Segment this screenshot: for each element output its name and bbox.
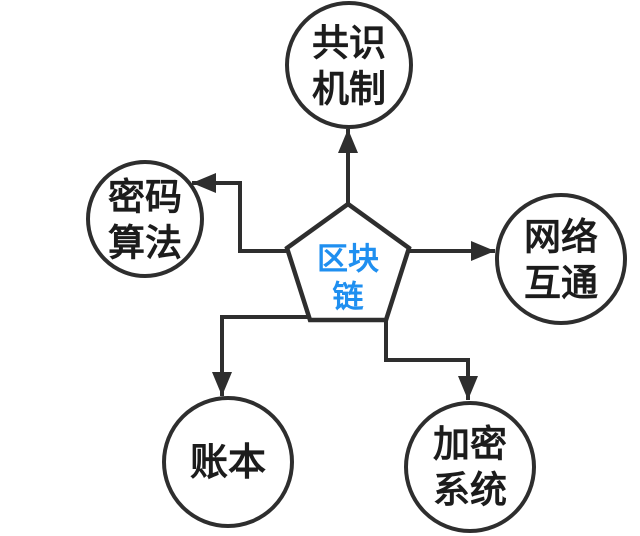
node-circle-crypto-algorithm [86,160,204,278]
node-circle-ledger [162,396,294,528]
crypto-label-line1: 密码 [108,177,182,218]
arrow-to-crypto [192,173,289,253]
node-circle-encryption-system [404,401,536,533]
network-label-line2: 互通 [524,263,598,304]
blockchain-label-line2: 链 [333,280,364,315]
arrow-to-encryption [384,321,478,400]
node-circle-network-interconnect [495,193,627,325]
consensus-label-line2: 机制 [312,69,386,110]
network-label-line1: 网络 [524,216,598,258]
node-circle-consensus-mechanism [285,1,413,129]
blockchain-label-line1: 区块 [317,242,379,277]
encryption-label-line2: 系统 [433,470,507,511]
crypto-label-line2: 算法 [108,223,182,264]
pentagon-blockchain [284,201,412,323]
arrow-to-ledger [212,315,309,396]
consensus-label-line1: 共识 [312,23,386,64]
ledger-label: 账本 [190,442,266,484]
encryption-label-line1: 加密 [433,424,507,465]
